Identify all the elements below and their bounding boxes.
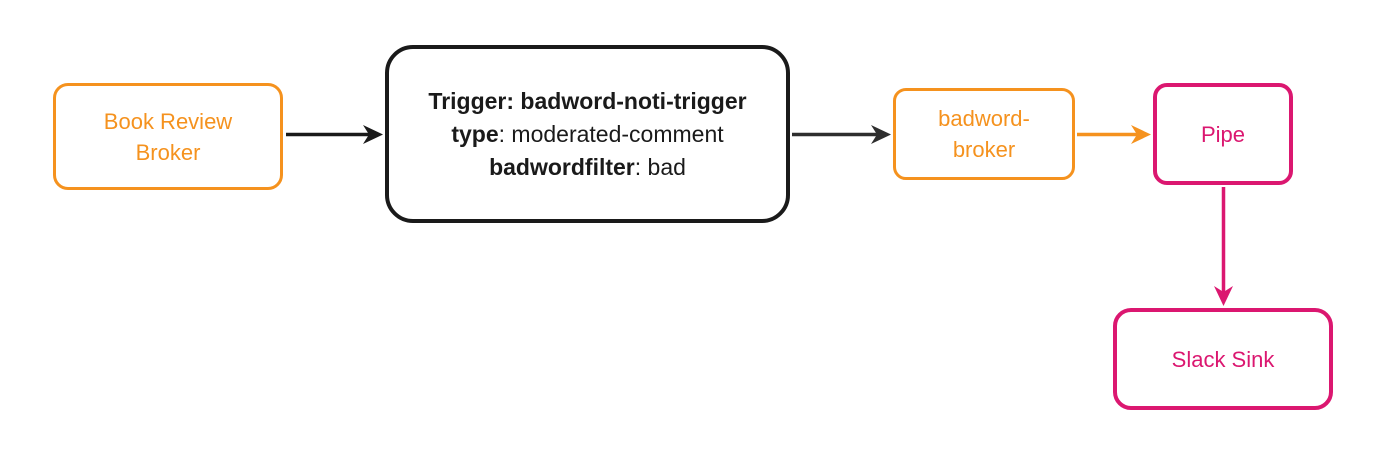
node-badword-broker: badword- broker	[893, 88, 1075, 180]
trigger-line-name: Trigger: badword-noti-trigger	[428, 87, 747, 114]
edge-book-broker-to-trigger	[286, 125, 383, 144]
node-label-line: Book Review	[103, 108, 233, 134]
node-label: Slack Sink	[1171, 346, 1275, 372]
node-label-line: broker	[952, 137, 1016, 162]
node-book-review-broker: Book Review Broker	[53, 83, 283, 190]
trigger-line-type: type: moderated-comment	[451, 120, 724, 147]
node-label-line: badword-	[938, 106, 1030, 131]
edge-badword-broker-to-pipe	[1077, 125, 1151, 144]
node-pipe: Pipe	[1153, 83, 1293, 185]
node-label-line: Broker	[135, 139, 201, 165]
edge-pipe-to-slack-sink	[1214, 187, 1233, 306]
trigger-line-filter: badwordfilter: bad	[489, 153, 686, 180]
node-slack-sink: Slack Sink	[1113, 308, 1333, 410]
node-label: Pipe	[1200, 121, 1246, 147]
node-trigger-badword-noti: Trigger: badword-noti-trigger type: mode…	[385, 45, 790, 223]
edge-trigger-to-badword-broker	[792, 125, 891, 144]
